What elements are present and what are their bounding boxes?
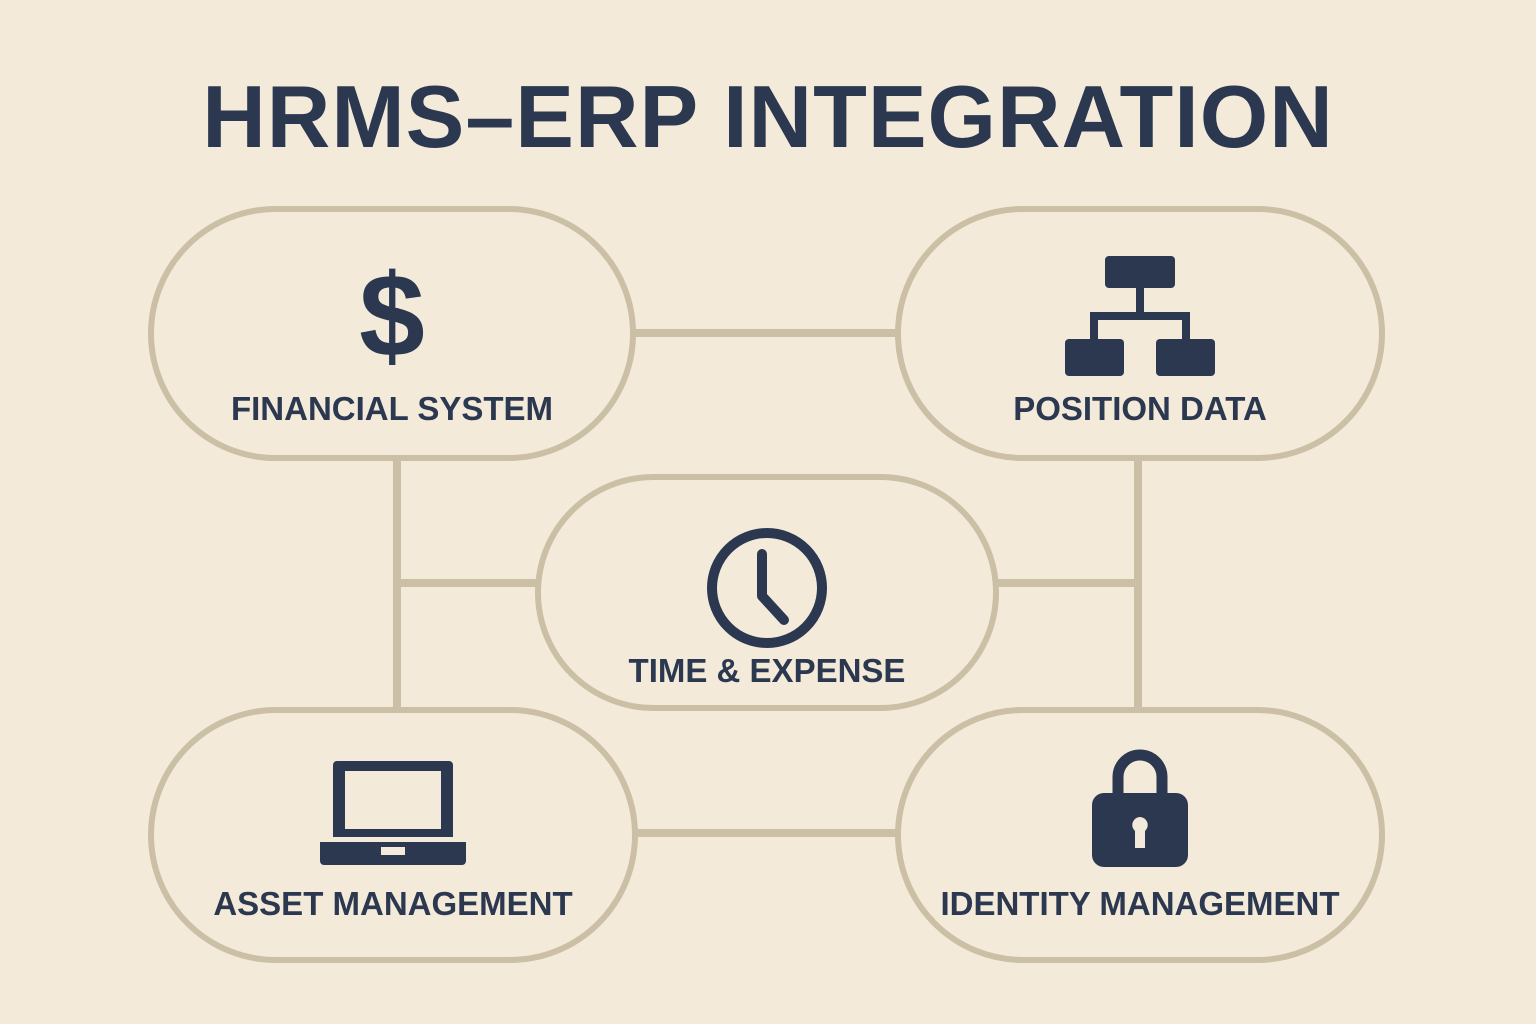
node-label: ASSET MANAGEMENT <box>213 885 573 922</box>
dollar-icon: $ <box>359 256 425 368</box>
node-position-data: POSITION DATA <box>895 206 1385 461</box>
node-label: FINANCIAL SYSTEM <box>230 390 554 427</box>
node-label: POSITION DATA <box>1013 390 1267 427</box>
node-identity-management: IDENTITY MANAGEMENT <box>895 707 1385 963</box>
laptop-icon <box>320 761 466 865</box>
node-label: IDENTITY MANAGEMENT <box>940 885 1340 922</box>
diagram-title: HRMS–ERP INTEGRATION <box>202 67 1334 166</box>
svg-text:$: $ <box>359 256 425 368</box>
node-time-expense: TIME & EXPENSE <box>535 474 999 711</box>
clock-icon <box>707 528 827 648</box>
node-financial-system: $ FINANCIAL SYSTEM <box>148 206 636 461</box>
padlock-icon <box>1092 749 1188 867</box>
org-chart-icon <box>1065 256 1215 376</box>
node-label: TIME & EXPENSE <box>628 652 906 689</box>
node-asset-management: ASSET MANAGEMENT <box>148 707 638 963</box>
